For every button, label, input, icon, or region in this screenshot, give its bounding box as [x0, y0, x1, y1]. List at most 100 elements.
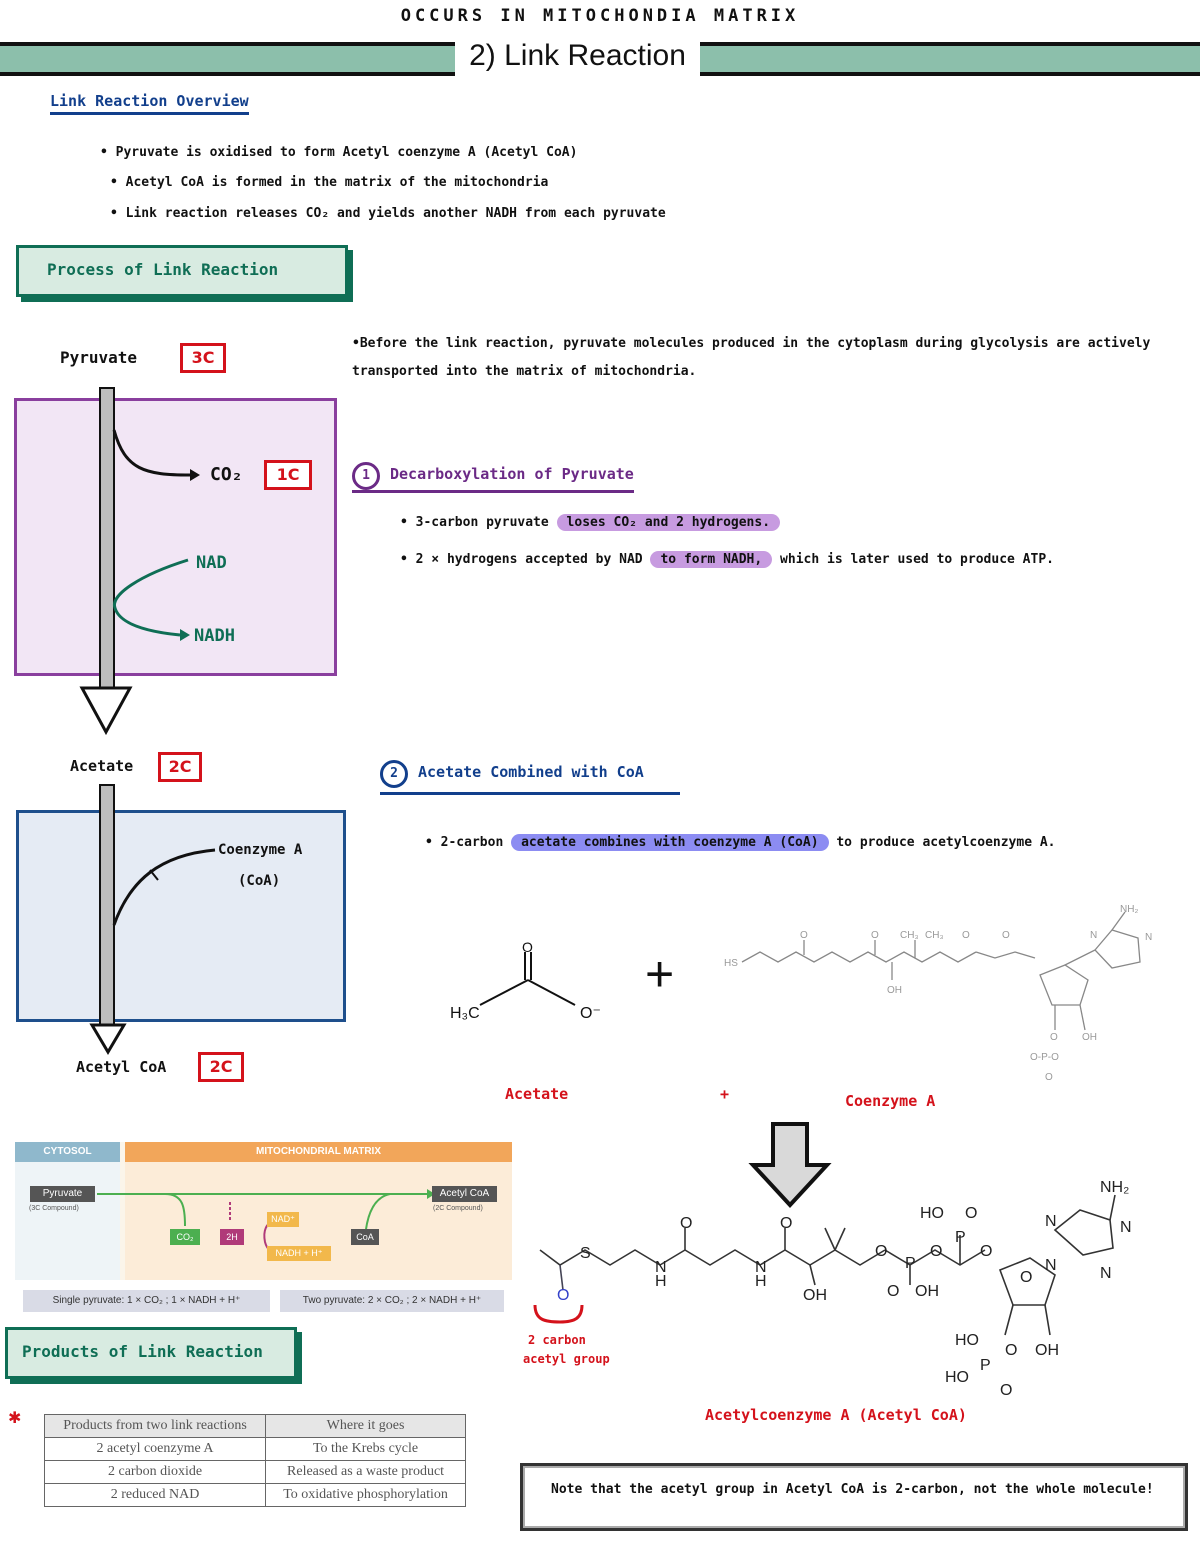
svg-text:O: O — [1000, 1382, 1012, 1399]
mito-pyruvate: Pyruvate — [30, 1186, 95, 1202]
svg-text:P: P — [980, 1357, 991, 1374]
matrix-header: MITOCHONDRIAL MATRIX — [125, 1142, 512, 1162]
flow-co2: CO₂ — [210, 464, 243, 485]
step2-bullet-1-tail: to produce acetylcoenzyme A. — [836, 835, 1056, 850]
flow-co2-carbon: 1C — [264, 460, 312, 490]
svg-text:O: O — [1050, 1032, 1058, 1043]
mito-co2: CO₂ — [170, 1229, 200, 1245]
coenzyme-a-structure: HS O O CH₃ CH₃ O O OH NH₂ N N O OH O-P-O… — [724, 904, 1152, 1080]
mito-diagram: CYTOSOL MITOCHONDRIAL MATRIX Pyruvate (3… — [15, 1142, 512, 1280]
overview-point-2: • Acetyl CoA is formed in the matrix of … — [110, 175, 549, 190]
flow-acetylcoa: Acetyl CoA — [76, 1058, 167, 1076]
svg-text:N: N — [755, 1259, 767, 1276]
table-cell: 2 acetyl coenzyme A — [43, 1437, 267, 1461]
svg-text:H₃C: H₃C — [450, 1005, 480, 1022]
cytosol-header: CYTOSOL — [15, 1142, 120, 1162]
svg-text:O: O — [800, 930, 808, 941]
cytosol-body — [15, 1162, 120, 1280]
table-header-row: Products from two link reactions Where i… — [43, 1414, 466, 1438]
plus-sign: + — [645, 946, 675, 1002]
table-cell: Released as a waste product — [265, 1460, 466, 1484]
flow-acetate-carbon: 2C — [158, 752, 202, 782]
acetyl-coa-structure: S O N H O N H OH O P O OH O P HO O O NH₂… — [539, 1179, 1132, 1399]
mito-acetylcoa-sub: (2C Compound) — [433, 1205, 483, 1212]
svg-text:N: N — [1120, 1219, 1132, 1236]
svg-text:O: O — [1045, 1072, 1053, 1080]
acetyl-group-bracket — [533, 1304, 584, 1324]
svg-text:O: O — [557, 1287, 569, 1304]
products-label-box: Products of Link Reaction — [5, 1327, 297, 1379]
title-band-left — [0, 42, 455, 76]
acetyl-coa-label: Acetylcoenzyme A (Acetyl CoA) — [705, 1406, 967, 1424]
title-band-right — [700, 42, 1200, 76]
mito-acetylcoa: Acetyl CoA — [432, 1186, 497, 1202]
flow-nad: NAD — [196, 553, 227, 573]
svg-text:O⁻: O⁻ — [580, 1005, 601, 1022]
table-row: 2 reduced NAD To oxidative phosphorylati… — [43, 1483, 466, 1507]
flow-pyruvate: Pyruvate — [60, 348, 138, 367]
svg-text:HO: HO — [920, 1205, 944, 1222]
step1-bullet-2: • 2 × hydrogens accepted by NAD to form … — [400, 546, 1180, 574]
acetyl-group-note-1: 2 carbon — [528, 1333, 586, 1347]
step1-number: 1 — [352, 462, 380, 490]
svg-text:OH: OH — [887, 985, 902, 996]
svg-text:O: O — [1005, 1342, 1017, 1359]
svg-text:O: O — [875, 1243, 887, 1260]
svg-text:N: N — [1045, 1213, 1057, 1230]
svg-text:O: O — [962, 930, 970, 941]
svg-text:P: P — [955, 1229, 966, 1246]
acetyl-group-note-2: acetyl group — [523, 1352, 610, 1366]
mito-nad: NAD⁺ — [267, 1212, 299, 1227]
svg-text:S: S — [580, 1245, 591, 1262]
note-box: Note that the acetyl group in Acetyl CoA… — [520, 1463, 1188, 1531]
svg-text:N: N — [1090, 930, 1097, 941]
mito-coa: CoA — [351, 1229, 379, 1245]
down-arrow-icon — [748, 1122, 832, 1208]
mito-pyruvate-sub: (3C Compound) — [29, 1205, 79, 1212]
page-top-title: OCCURS IN MITOCHONDIA MATRIX — [400, 6, 800, 26]
decarboxylation-box — [14, 398, 337, 676]
acetate-structure: O H₃C O⁻ — [450, 940, 601, 1022]
step2-bullet-1: • 2-carbon acetate combines with coenzym… — [425, 828, 1125, 858]
step2-title: Acetate Combined with CoA — [418, 763, 644, 781]
table-header-cell: Where it goes — [265, 1414, 466, 1438]
step1-bullet-2-text: • 2 × hydrogens accepted by NAD — [400, 552, 643, 567]
svg-text:O: O — [680, 1215, 692, 1232]
svg-text:H: H — [655, 1273, 667, 1290]
svg-text:OH: OH — [1082, 1032, 1097, 1043]
svg-text:P: P — [905, 1255, 916, 1272]
svg-text:NH₂: NH₂ — [1100, 1179, 1129, 1196]
flow-acetylcoa-carbon: 2C — [198, 1052, 244, 1082]
intro-text: •Before the link reaction, pyruvate mole… — [352, 336, 1151, 379]
table-cell: 2 carbon dioxide — [43, 1460, 267, 1484]
flow-pyruvate-carbon: 3C — [180, 343, 226, 373]
svg-text:O: O — [980, 1243, 992, 1260]
svg-text:N: N — [1145, 932, 1152, 943]
svg-text:N: N — [655, 1259, 667, 1276]
svg-text:HS: HS — [724, 958, 738, 969]
acetate-label: Acetate — [505, 1085, 569, 1103]
step1-bullet-2-tail: which is later used to produce ATP. — [780, 552, 1054, 567]
flow-coa-line1: Coenzyme A — [218, 842, 303, 858]
step2-bullet-1-text: • 2-carbon — [425, 835, 504, 850]
svg-text:HO: HO — [955, 1332, 979, 1349]
table-header-cell: Products from two link reactions — [43, 1414, 267, 1438]
table-cell: To the Krebs cycle — [265, 1437, 466, 1461]
svg-text:NH₂: NH₂ — [1120, 904, 1138, 915]
svg-text:O-P-O: O-P-O — [1030, 1052, 1059, 1063]
svg-text:OH: OH — [1035, 1342, 1059, 1359]
overview-point-1: • Pyruvate is oxidised to form Acetyl co… — [100, 145, 578, 160]
svg-text:OH: OH — [803, 1287, 827, 1304]
mito-2h: 2H — [220, 1229, 244, 1245]
products-table: Products from two link reactions Where i… — [43, 1414, 466, 1507]
svg-text:O: O — [780, 1215, 792, 1232]
star-icon: ✱ — [8, 1408, 22, 1427]
svg-text:O: O — [887, 1283, 899, 1300]
flow-acetate: Acetate — [70, 757, 134, 775]
table-row: 2 carbon dioxide Released as a waste pro… — [43, 1460, 466, 1484]
mito-two-summary: Two pyruvate: 2 × CO₂ ; 2 × NADH + H⁺ — [280, 1290, 504, 1312]
step1-bullet-1-highlight: loses CO₂ and 2 hydrogens. — [556, 514, 781, 531]
overview-point-3: • Link reaction releases CO₂ and yields … — [110, 206, 666, 221]
